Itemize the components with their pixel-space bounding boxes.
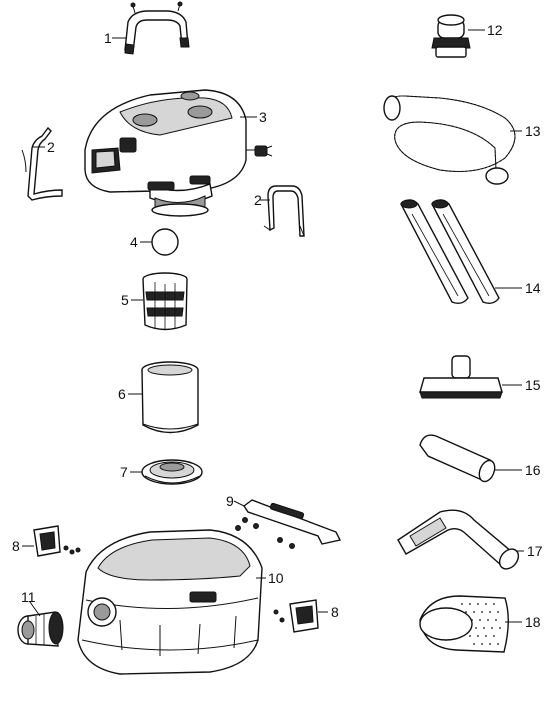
part-2-bracket-right [259,185,305,237]
label-18: 18 [525,614,541,630]
part-14-extension-wands [400,199,522,305]
part-10-tank [77,529,266,675]
part-7-filter-plate [130,459,203,485]
label-10: 10 [268,570,284,586]
part-15-floor-nozzle [419,355,522,399]
label-5: 5 [121,292,129,308]
part-12-cap [431,14,485,58]
part-8-latch-left [22,525,81,557]
label-9: 9 [226,493,234,509]
part-1-handle [112,1,190,55]
part-2-bracket-left [21,126,63,201]
label-11: 11 [21,589,36,605]
label-12: 12 [487,22,503,38]
part-16-crevice-tool [419,434,522,483]
part-3-motor-head [84,89,273,217]
part-18-filter-bag [419,595,522,653]
label-7: 7 [120,464,128,480]
label-13: 13 [525,123,541,139]
label-8-right: 8 [331,604,339,620]
label-14: 14 [525,280,541,296]
label-1: 1 [104,30,112,46]
label-6: 6 [118,386,126,402]
label-15: 15 [525,377,541,393]
part-13-hose [383,95,522,185]
part-6-cartridge-filter [128,361,199,434]
label-3: 3 [259,109,267,125]
part-8-latch-right [273,599,328,633]
label-16: 16 [525,462,541,478]
part-11-adapter [17,601,64,647]
part-9-lever [233,499,342,549]
label-2-left: 2 [47,139,55,155]
label-8-left: 8 [12,538,20,554]
part-17-curved-wand [397,509,524,570]
label-17: 17 [527,543,543,559]
label-4: 4 [130,234,138,250]
part-5-filter-cage [131,272,188,331]
part-4-ball-float [140,228,179,256]
label-2-right: 2 [254,192,262,208]
